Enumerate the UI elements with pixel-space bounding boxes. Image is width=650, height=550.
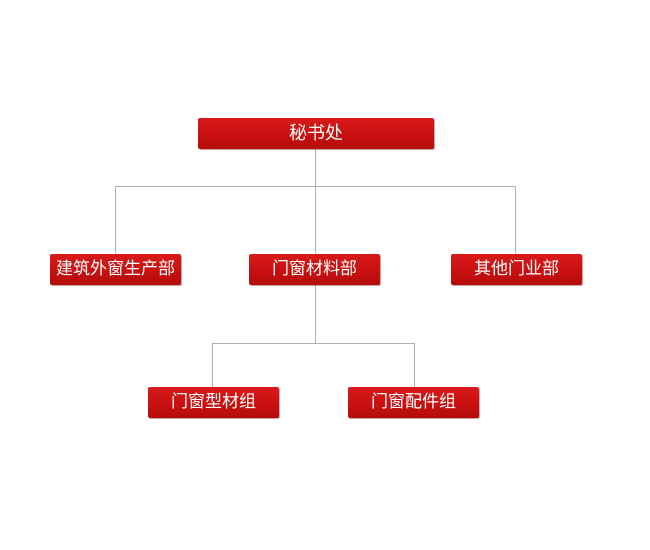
connector-to-group-2 <box>414 343 415 387</box>
node-other-doors-dept-label: 其他门业部 <box>474 259 559 279</box>
connector-dept2-down <box>315 285 316 343</box>
node-building-window-production-dept-label: 建筑外窗生产部 <box>56 259 175 279</box>
connector-to-dept-2 <box>315 186 316 254</box>
node-hardware-group-label: 门窗配件组 <box>371 392 456 412</box>
node-profile-group-label: 门窗型材组 <box>171 392 256 412</box>
node-hardware-group: 门窗配件组 <box>348 387 479 418</box>
node-secretariat-label: 秘书处 <box>289 122 343 144</box>
connector-to-group-1 <box>212 343 213 387</box>
connector-level2-bar <box>212 343 414 344</box>
node-door-window-materials-dept-label: 门窗材料部 <box>272 259 357 279</box>
connector-to-dept-1 <box>115 186 116 254</box>
connector-root-down <box>315 149 316 186</box>
node-secretariat: 秘书处 <box>198 118 434 149</box>
node-building-window-production-dept: 建筑外窗生产部 <box>50 254 181 285</box>
node-other-doors-dept: 其他门业部 <box>451 254 582 285</box>
node-profile-group: 门窗型材组 <box>148 387 279 418</box>
node-door-window-materials-dept: 门窗材料部 <box>249 254 380 285</box>
connector-to-dept-3 <box>515 186 516 254</box>
